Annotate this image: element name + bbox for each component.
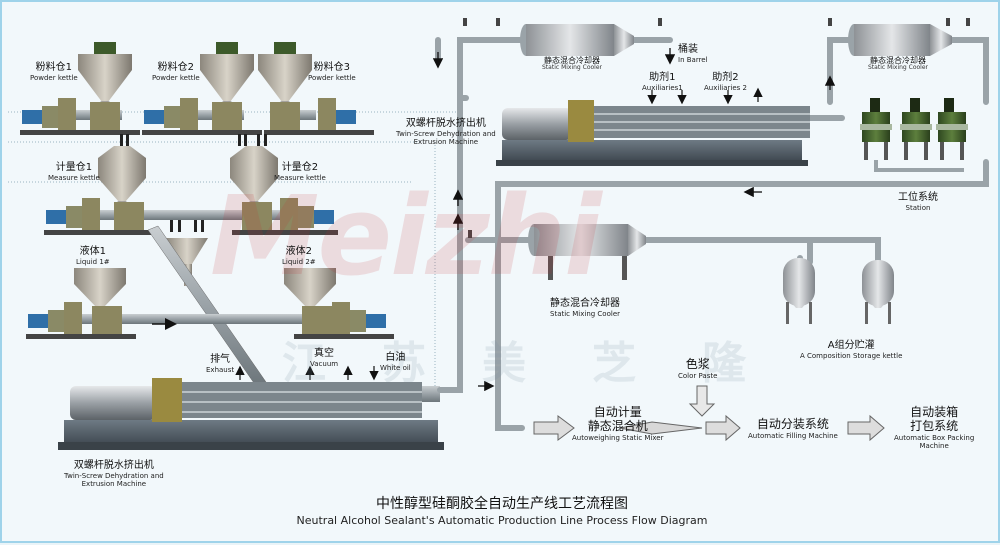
watermark-cn-4: 芝	[592, 338, 636, 389]
flow-arrows	[533, 385, 885, 442]
watermark-brand: Meizhi	[210, 172, 602, 300]
watermark-cn-3: 美	[482, 338, 526, 389]
diagram-title-en: Neutral Alcohol Sealant's Automatic Prod…	[296, 514, 708, 527]
powder-kettle-2	[142, 42, 262, 135]
label-extruder-top: 双螺杆脱水挤出机 Twin-Screw Dehydration and Extr…	[396, 118, 496, 146]
liquid-kettle-1	[26, 268, 302, 339]
powder-kettle-1	[20, 42, 140, 135]
label-auto-weigh: 自动计量 静态混合机 Autoweighing Static Mixer	[572, 405, 664, 442]
label-auto-box: 自动装箱 打包系统 Automatic Box Packing Machine	[894, 405, 975, 450]
watermark-cn-5: 隆	[702, 338, 746, 389]
watermark-cn-2: 苏	[382, 338, 426, 389]
station-units	[860, 98, 968, 172]
measure-kettle-2	[192, 146, 338, 235]
extruder-top	[496, 87, 810, 166]
label-extruder-bottom: 双螺杆脱水挤出机 Twin-Screw Dehydration and Extr…	[64, 460, 164, 488]
extruder-bottom	[58, 365, 444, 450]
storage-tanks	[783, 258, 894, 324]
cooler-top	[520, 24, 634, 56]
watermark-cn-1: 江	[282, 338, 326, 389]
liquid-kettle-2	[284, 268, 394, 339]
powder-kettle-3	[258, 42, 374, 135]
measure-kettle-1	[44, 146, 250, 235]
cooler-mid	[528, 224, 646, 280]
diagram-title-zh: 中性醇型硅酮胶全自动生产线工艺流程图	[376, 496, 628, 512]
drop-pipes	[120, 134, 267, 146]
cooler-right	[848, 24, 952, 56]
